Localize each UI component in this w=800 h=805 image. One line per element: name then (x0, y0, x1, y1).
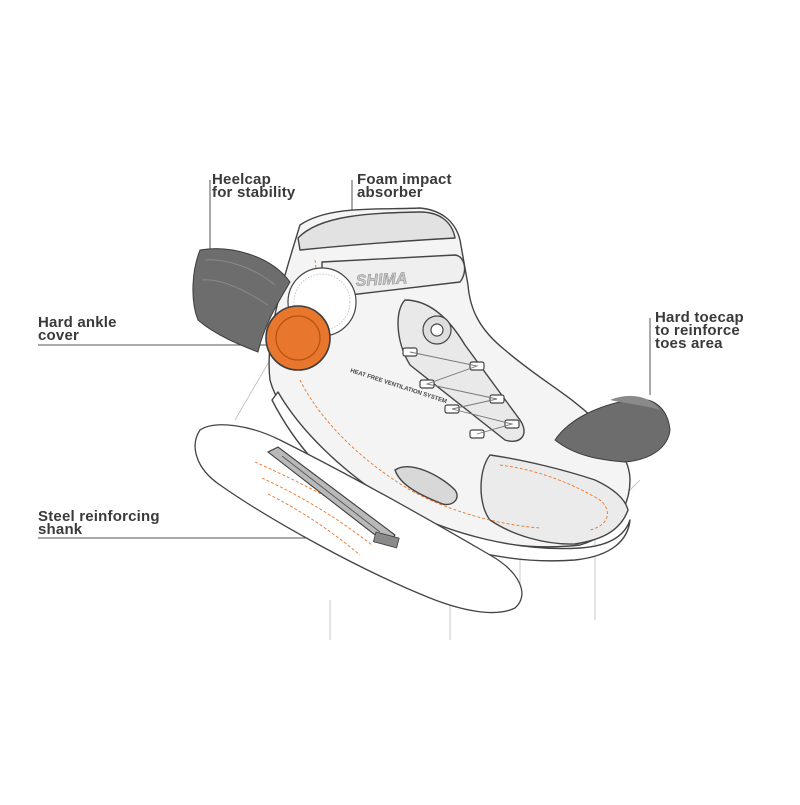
toecap-inner (610, 395, 660, 410)
brand-logo: SHIMA (355, 270, 407, 290)
ankle-callout: Hard ankle cover (38, 314, 117, 344)
ankle-callout-line1: Hard ankle (38, 314, 117, 331)
toecap-callout-line2: to reinforce (655, 322, 740, 339)
steel-shank-part (266, 446, 400, 549)
toecap-callout-line1: Hard toecap (655, 309, 744, 326)
shoe-toe (480, 454, 629, 545)
shank-callout-line1: Steel reinforcing (38, 508, 160, 525)
shoe-collar (297, 211, 456, 251)
velcro-strap (321, 254, 466, 296)
foam-callout-line1: Foam impact (357, 171, 452, 188)
heelcap-part (192, 248, 291, 353)
side-vent (394, 466, 458, 506)
ankle-callout-line2: cover (38, 327, 80, 344)
shank-callout: Steel reinforcing shank (38, 508, 160, 538)
heelcap-callout: Heelcap for stability (212, 171, 296, 201)
heelcap-callout-line1: Heelcap (212, 171, 271, 188)
toecap-part (554, 398, 671, 463)
heelcap-callout-line2: for stability (212, 184, 296, 201)
foam-callout-line2: absorber (357, 184, 423, 201)
toecap-callout: Hard toecap to reinforce toes area (655, 309, 744, 352)
ankle-cover-part (265, 305, 331, 371)
foam-callout: Foam impact absorber (357, 171, 452, 201)
shank-callout-line2: shank (38, 521, 83, 538)
lace-system (402, 315, 520, 439)
toecap-callout-line3: toes area (655, 335, 723, 352)
